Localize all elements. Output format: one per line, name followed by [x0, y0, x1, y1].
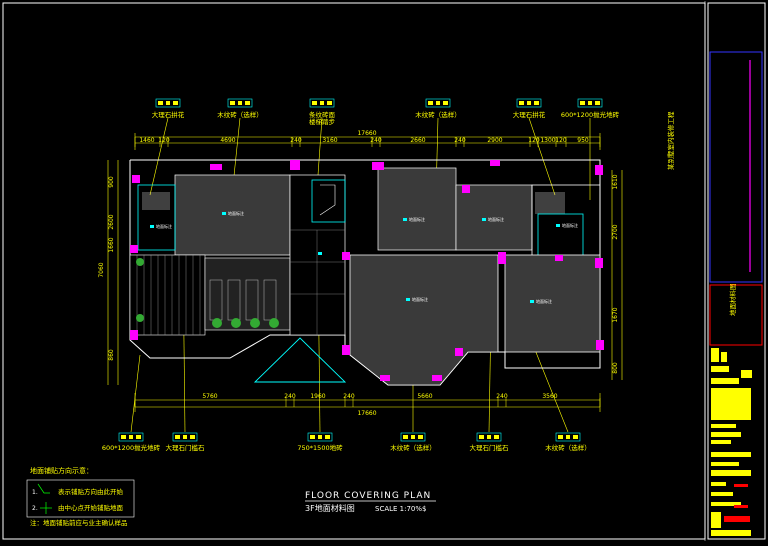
top-dim-label: 2660: [410, 137, 425, 144]
total-width-top: 17660: [357, 130, 376, 137]
title-block-drawing-name: 地面材料图: [728, 284, 737, 317]
bottom-dim-label: 1960: [310, 393, 325, 400]
room-tag: 地面标注: [228, 210, 244, 216]
left-dim-label: 900: [108, 176, 115, 188]
bottom-dimension-line: 17660 5760 240 1960 240 5660 240 3560: [134, 393, 601, 417]
top-dim-label: 2900: [487, 137, 502, 144]
title-en: FLOOR COVERING PLAN: [305, 491, 431, 501]
legend: 地面铺贴方向示意： 1. 2. 表示铺贴方向由此开始 由中心点开始铺贴地面 注：…: [26, 466, 135, 527]
room-tag: 地面标注: [536, 298, 552, 304]
svg-text:1.: 1.: [32, 489, 38, 496]
title-block-project: 某别墅室内装修工程: [666, 111, 675, 170]
floor-plan: 地面标注地面标注地面标注地面标注地面标注地面标注地面标注: [129, 159, 604, 386]
legend-title: 地面铺贴方向示意：: [30, 466, 93, 475]
room-tag: 地面标注: [156, 223, 172, 229]
bottom-dim-label: 5660: [417, 393, 432, 400]
top-dim-label: 120: [528, 137, 540, 144]
left-dim-label: 1660: [108, 237, 115, 252]
bottom-callout-label: 大理石门槛石: [166, 443, 206, 452]
total-width-bottom: 17660: [357, 410, 376, 417]
room-tag: 地面标注: [562, 222, 578, 228]
title-scale: SCALE 1:70%$: [375, 505, 427, 513]
bottom-callout-label: 750*1500地砖: [297, 443, 343, 452]
room-tag: 地面标注: [412, 296, 428, 302]
title-block: 某别墅室内装修工程 地面材料图: [666, 51, 763, 536]
legend-note: 注：地面铺贴前应与业主确认样品: [30, 518, 128, 527]
bottom-dim-label: 240: [284, 393, 296, 400]
top-dim-label: 1460: [139, 137, 154, 144]
right-dim-label: 2700: [612, 224, 619, 239]
top-dimension-line: 17660 1460 120 4690 240 3160 240 2660 240 2900 12…: [134, 130, 601, 150]
right-dim-label: 1610: [612, 174, 619, 189]
left-dim-label: 7060: [98, 262, 105, 277]
left-dim-label: 2600: [108, 214, 115, 229]
top-dim-label: 240: [370, 137, 382, 144]
left-dimension-line: 900 2600 1660 7060 860: [98, 160, 119, 385]
bottom-callout-label: 木纹砖（选样）: [390, 443, 436, 452]
bottom-callout-label: 600*1200抛光地砖: [102, 443, 161, 452]
right-dim-label: 800: [612, 362, 619, 374]
top-dim-label: 950: [577, 137, 589, 144]
left-dim-label: 860: [108, 349, 115, 361]
right-dimension-line: 1610 2700 1670 800: [611, 170, 623, 380]
top-callout-label-2: 楼梯踏步: [309, 117, 336, 126]
top-callout-label: 木纹砖（选样）: [415, 110, 461, 119]
drawing-title: FLOOR COVERING PLAN 3F地面材料图 SCALE 1:70%$: [305, 491, 436, 513]
top-callout-label: 大理石拼花: [152, 110, 185, 119]
bottom-dim-label: 240: [496, 393, 508, 400]
top-dim-label: 240: [454, 137, 466, 144]
bottom-dim-label: 240: [343, 393, 355, 400]
right-dim-label: 1670: [612, 307, 619, 322]
top-dim-label: 1300: [540, 137, 555, 144]
bottom-callout-label: 大理石门槛石: [470, 443, 510, 452]
bottom-dim-label: 3560: [542, 393, 557, 400]
title-block-frame: [707, 2, 766, 540]
legend-item-2: 由中心点开始铺贴地面: [58, 503, 124, 512]
top-dim-label: 120: [555, 137, 567, 144]
legend-item-1: 表示铺贴方向由此开始: [58, 487, 124, 496]
top-dim-label: 4690: [220, 137, 235, 144]
top-callout-label: 大理石拼花: [513, 110, 546, 119]
room-tag: 地面标注: [488, 216, 504, 222]
bottom-dim-label: 5760: [202, 393, 217, 400]
title-cn: 3F地面材料图: [305, 503, 355, 513]
svg-text:2.: 2.: [32, 505, 38, 512]
top-dim-label: 240: [290, 137, 302, 144]
top-dim-label: 120: [158, 137, 170, 144]
top-dim-label: 3160: [322, 137, 337, 144]
bottom-callout-label: 木纹砖（选样）: [545, 443, 591, 452]
top-callout-label: 条纹砖面: [309, 110, 336, 119]
top-callout-label: 木纹砖（选样）: [217, 110, 263, 119]
room-tag: 地面标注: [409, 216, 425, 222]
top-callout-label: 600*1200抛光地砖: [561, 110, 620, 119]
